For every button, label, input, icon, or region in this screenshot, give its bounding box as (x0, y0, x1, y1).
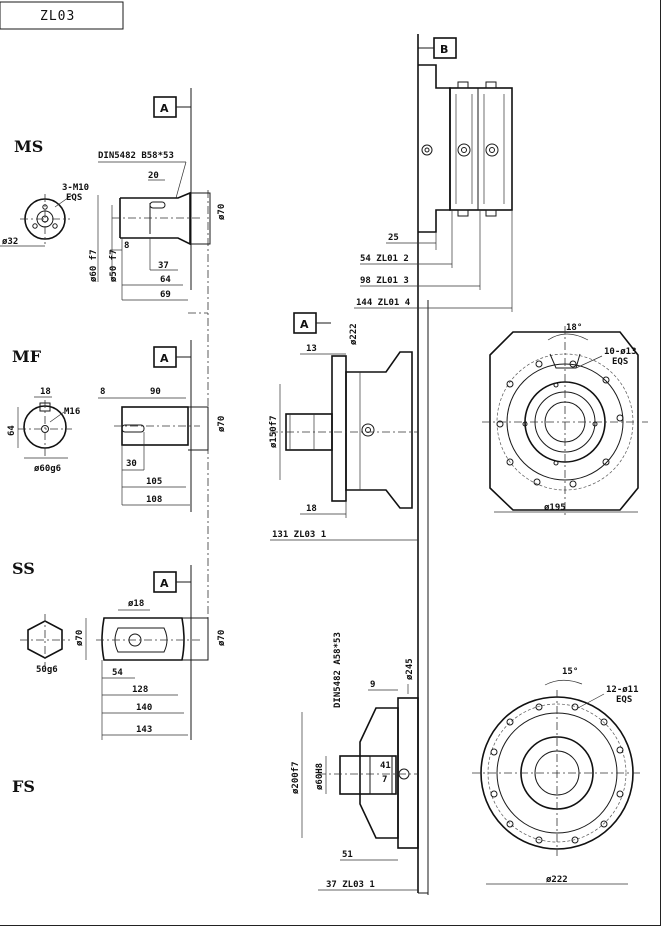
ref-mark-a-ms: A (153, 88, 192, 290)
variant-label-mf: MF (12, 347, 42, 366)
svg-text:ø50 f7: ø50 f7 (109, 249, 119, 282)
svg-text:37: 37 (158, 261, 169, 271)
ss-end-view: 50g6 (20, 614, 70, 675)
ref-mark-b: B (418, 37, 457, 59)
svg-text:140: 140 (136, 703, 152, 713)
svg-text:54: 54 (112, 668, 123, 678)
gear-housing-top: 25 54 ZL01 2 98 ZL01 3 144 ZL01 4 (354, 64, 513, 312)
mf-side-view: ø70 8 90 30 105 108 (98, 387, 227, 506)
svg-text:ø70: ø70 (217, 416, 227, 432)
svg-text:9: 9 (370, 680, 375, 690)
ms-end-view: 3-M10 EQS ø32 (0, 183, 89, 247)
svg-text:25: 25 (388, 233, 399, 243)
svg-text:10-ø13: 10-ø13 (604, 347, 637, 357)
svg-text:8: 8 (124, 241, 129, 251)
drawing-code: ZL03 (40, 9, 75, 24)
svg-text:30: 30 (126, 459, 137, 469)
svg-text:M16: M16 (64, 407, 80, 417)
svg-text:ø60 f7: ø60 f7 (89, 249, 99, 282)
svg-text:51: 51 (342, 850, 353, 860)
ms-pcd-label: ø32 (2, 237, 18, 247)
svg-text:50g6: 50g6 (36, 665, 58, 675)
ms-flange-dia: ø70 (217, 204, 227, 220)
mf-end-view: 18 M16 64 ø60g6 (7, 387, 80, 474)
svg-text:A: A (160, 102, 169, 115)
ms-eqs-label: EQS (66, 193, 82, 203)
svg-text:54 ZL01 2: 54 ZL01 2 (360, 254, 409, 264)
svg-text:128: 128 (132, 685, 148, 695)
svg-text:41: 41 (380, 761, 391, 771)
svg-text:18: 18 (40, 387, 51, 397)
svg-text:15°: 15° (562, 667, 578, 677)
ms-spline-label: DIN5482 B58*53 (98, 151, 174, 161)
svg-text:A: A (160, 352, 169, 365)
flange-view-fs: 15° 12-ø11 EQS ø222 (472, 667, 642, 885)
svg-text:ø70: ø70 (217, 630, 227, 646)
svg-text:ø222: ø222 (546, 875, 568, 885)
svg-text:A: A (160, 577, 169, 590)
ref-mark-a-ss: A (153, 565, 192, 740)
svg-text:ø18: ø18 (128, 599, 144, 609)
svg-text:EQS: EQS (616, 695, 632, 705)
svg-text:18°: 18° (566, 323, 582, 333)
svg-text:ø222: ø222 (349, 323, 359, 345)
variant-label-ss: SS (12, 559, 35, 578)
svg-text:18: 18 (306, 504, 317, 514)
svg-text:DIN5482 A58*53: DIN5482 A58*53 (333, 632, 343, 708)
svg-text:37 ZL03 1: 37 ZL03 1 (326, 880, 375, 890)
svg-text:64: 64 (160, 275, 171, 285)
ms-side-view: DIN5482 B58*53 ø70 20 8 37 64 69 ø60 f7 … (89, 151, 227, 301)
svg-text:8: 8 (100, 387, 105, 397)
svg-text:EQS: EQS (612, 357, 628, 367)
svg-text:144 ZL01 4: 144 ZL01 4 (356, 298, 411, 308)
ss-side-view: ø18 ø70 ø70 54 128 140 143 (75, 599, 227, 740)
title-block: ZL03 (0, 1, 124, 30)
svg-text:108: 108 (146, 495, 162, 505)
svg-text:13: 13 (306, 344, 317, 354)
ref-mark-a-housing: A (293, 312, 331, 334)
svg-text:ø60H8: ø60H8 (315, 763, 325, 790)
gear-housing-middle: ø222 13 ø150f7 18 131 ZL03 1 (269, 323, 418, 541)
svg-text:B: B (440, 43, 448, 56)
svg-text:90: 90 (150, 387, 161, 397)
svg-text:69: 69 (160, 290, 171, 300)
svg-text:64: 64 (7, 425, 17, 436)
svg-text:ø150f7: ø150f7 (269, 415, 279, 448)
svg-text:143: 143 (136, 725, 152, 735)
svg-text:ø60g6: ø60g6 (34, 464, 61, 474)
variant-label-ms: MS (14, 137, 43, 156)
svg-text:A: A (300, 318, 309, 331)
svg-text:ø195: ø195 (544, 503, 566, 513)
svg-text:7: 7 (382, 775, 387, 785)
svg-text:ø200f7: ø200f7 (291, 761, 301, 794)
svg-text:20: 20 (148, 171, 159, 181)
fs-side-view: DIN5482 A58*53 ø245 9 41 7 ø200f7 ø60H8 … (291, 632, 419, 891)
svg-text:12-ø11: 12-ø11 (606, 685, 639, 695)
svg-text:105: 105 (146, 477, 162, 487)
svg-text:131 ZL03 1: 131 ZL03 1 (272, 530, 326, 540)
ms-thread-label: 3-M10 (62, 183, 89, 193)
svg-text:98 ZL01 3: 98 ZL01 3 (360, 276, 409, 286)
variant-label-fs: FS (12, 777, 35, 796)
svg-text:ø245: ø245 (405, 658, 415, 680)
svg-text:ø70: ø70 (75, 630, 85, 646)
flange-view-mf: 18° 10-ø13 EQS ø195 (482, 323, 648, 516)
